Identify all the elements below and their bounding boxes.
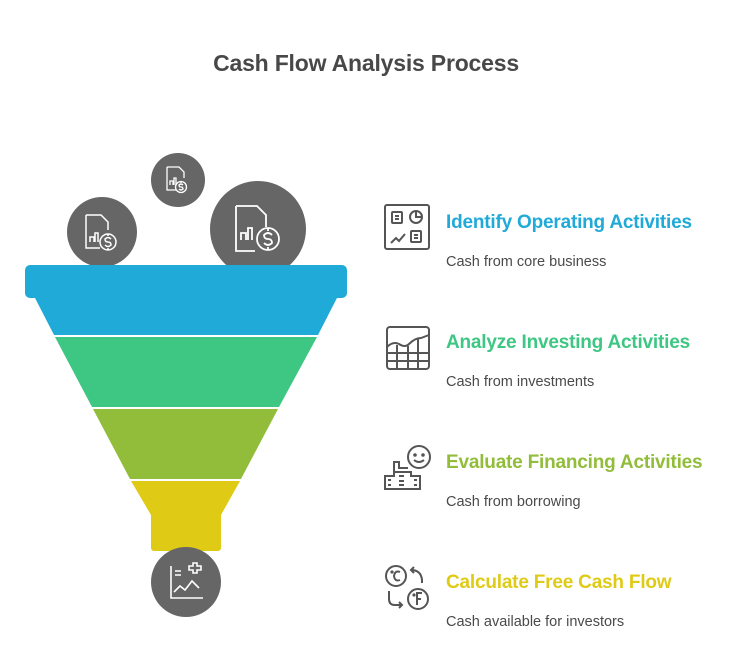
input-icon-medium xyxy=(67,197,137,267)
input-icon-small xyxy=(151,153,205,207)
step-description: Cash from core business xyxy=(446,254,607,270)
input-icon-large xyxy=(210,181,306,277)
financial-report-dollar-icon xyxy=(235,205,280,252)
funnel-stage-4 xyxy=(131,481,240,551)
funnel-stage-1 xyxy=(25,265,347,335)
currency-convert-icon xyxy=(385,565,429,610)
step-label: Identify Operating Activities xyxy=(446,212,692,233)
funnel-stage-2 xyxy=(55,337,317,407)
step-description: Cash from borrowing xyxy=(446,494,581,510)
step-description: Cash available for investors xyxy=(446,614,625,630)
step-label: Analyze Investing Activities xyxy=(446,332,690,353)
output-icon-circle xyxy=(151,547,221,617)
financial-report-dollar-icon xyxy=(166,166,188,194)
funnel-stage-3 xyxy=(93,409,278,479)
step-evaluate-financing: Evaluate Financing Activities Cash from … xyxy=(383,444,732,534)
growth-grid-chart-icon xyxy=(386,326,430,370)
dashboard-report-icon xyxy=(384,204,430,250)
step-calculate-free-cash-flow: Calculate Free Cash Flow Cash available … xyxy=(383,564,732,654)
step-description: Cash from investments xyxy=(446,374,595,390)
diagram-title: Cash Flow Analysis Process xyxy=(213,50,519,76)
step-analyze-investing: Analyze Investing Activities Cash from i… xyxy=(383,324,732,414)
financial-report-dollar-icon xyxy=(85,214,117,251)
chart-plus-icon xyxy=(170,562,203,599)
step-label: Calculate Free Cash Flow xyxy=(446,572,672,593)
building-smile-icon xyxy=(384,445,431,490)
step-identify-operating: Identify Operating Activities Cash from … xyxy=(383,204,732,294)
step-label: Evaluate Financing Activities xyxy=(446,452,703,473)
